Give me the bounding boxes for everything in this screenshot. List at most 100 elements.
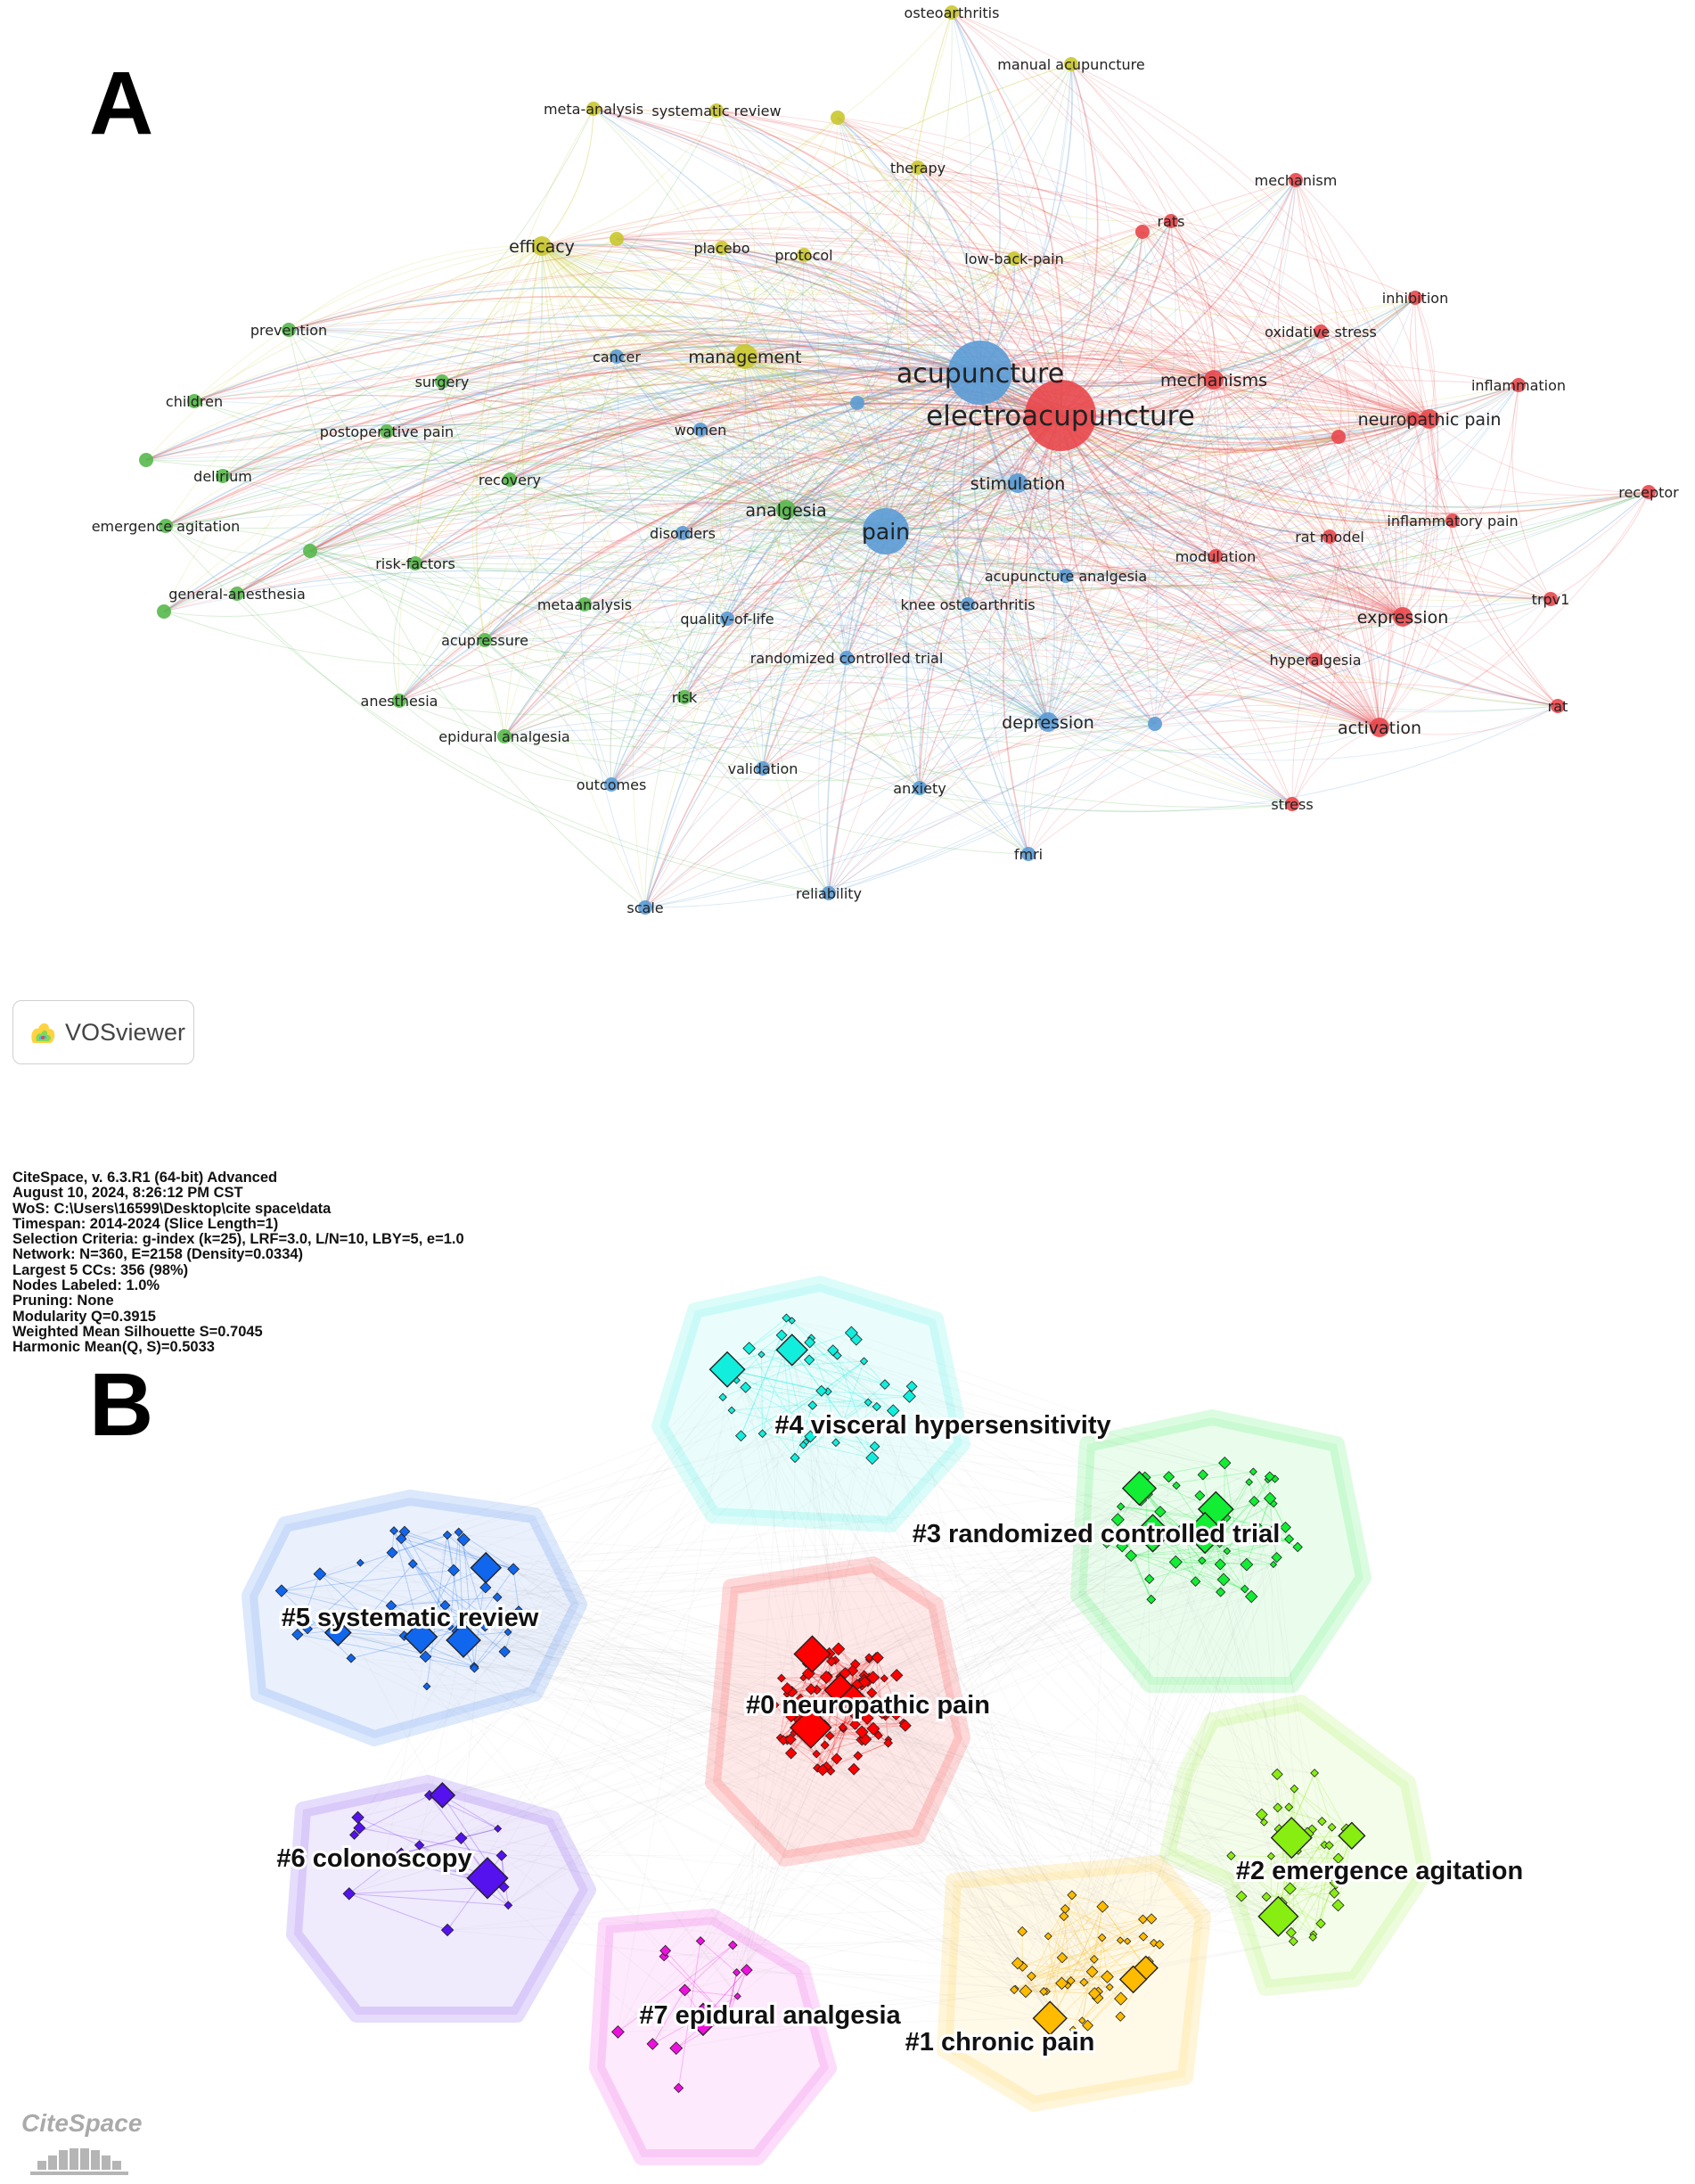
vos-link bbox=[785, 509, 1156, 725]
vos-link bbox=[398, 413, 1430, 702]
citespace-link bbox=[726, 1368, 1200, 1497]
citespace-link bbox=[736, 1379, 1279, 1809]
citespace-link bbox=[736, 1379, 877, 1408]
vos-link bbox=[682, 414, 1061, 534]
citespace-link bbox=[827, 1391, 837, 1443]
citespace-node-cluster-3 bbox=[1144, 1573, 1155, 1585]
vos-link bbox=[785, 415, 1061, 511]
vos-link bbox=[1047, 575, 1072, 723]
vos-link bbox=[744, 356, 1331, 538]
info-line: Largest 5 CCs: 356 (98%) bbox=[12, 1261, 189, 1278]
vos-link bbox=[743, 356, 787, 511]
vos-link bbox=[309, 167, 919, 552]
citespace-link bbox=[809, 1342, 1278, 1775]
vos-link bbox=[441, 310, 1215, 382]
vosviewer-logo-icon bbox=[31, 1023, 55, 1043]
vos-link bbox=[484, 117, 839, 641]
citespace-link bbox=[426, 1686, 1073, 1896]
citespace-node-cluster-5 bbox=[386, 1547, 398, 1559]
citespace-link bbox=[864, 1360, 886, 1385]
citespace-link bbox=[1101, 1906, 1147, 1968]
citespace-link bbox=[485, 1625, 775, 1706]
vos-link bbox=[504, 179, 1297, 737]
vos-link bbox=[541, 245, 746, 357]
citespace-link bbox=[836, 1727, 844, 1760]
citespace-link bbox=[845, 1672, 1095, 1960]
vos-link bbox=[509, 356, 746, 480]
vos-link bbox=[165, 461, 787, 527]
citespace-link bbox=[442, 1794, 498, 1829]
vos-link bbox=[1017, 482, 1559, 707]
vos-label-protocol: protocol bbox=[774, 247, 832, 264]
vos-link bbox=[684, 586, 1404, 698]
citespace-node-cluster-2 bbox=[1290, 1784, 1299, 1794]
citespace-link bbox=[684, 1839, 1286, 1991]
vos-link bbox=[951, 12, 1064, 416]
vos-link bbox=[837, 117, 892, 659]
vos-link bbox=[236, 456, 1019, 595]
citespace-node-cluster-3 bbox=[1284, 1533, 1295, 1545]
vos-link bbox=[684, 648, 1380, 728]
vos-link bbox=[1142, 231, 1430, 420]
citespace-node-cluster-2 bbox=[1329, 1887, 1340, 1899]
citespace-link bbox=[473, 1666, 827, 1768]
citespace-link bbox=[745, 1387, 1155, 1944]
vos-link bbox=[1047, 379, 1215, 723]
citespace-link bbox=[865, 1709, 1242, 1897]
vos-link bbox=[684, 675, 1049, 723]
vos-link bbox=[193, 245, 543, 402]
vos-link bbox=[309, 550, 612, 785]
vos-link bbox=[644, 379, 1215, 908]
citespace-link bbox=[749, 1320, 792, 1349]
vos-link bbox=[684, 682, 1293, 805]
vos-link bbox=[165, 431, 388, 527]
citespace-node-cluster-3 bbox=[1216, 1572, 1231, 1587]
vos-node-postoperative-pain bbox=[380, 424, 394, 439]
vos-link bbox=[744, 356, 858, 404]
vos-link bbox=[509, 356, 746, 480]
citespace-link bbox=[617, 1374, 732, 2032]
citespace-link bbox=[826, 1659, 870, 1678]
citespace-link bbox=[746, 1699, 801, 1971]
vos-link bbox=[744, 356, 1019, 484]
vos-labels: electroacupunctureacupuncturepainmanagem… bbox=[92, 4, 1679, 916]
vos-link bbox=[785, 509, 969, 605]
vos-link bbox=[288, 329, 612, 785]
vos-label-randomized-controlled-trial: randomized controlled trial bbox=[750, 650, 944, 667]
vos-node-receptor bbox=[1642, 485, 1656, 499]
vos-link bbox=[1213, 379, 1404, 618]
vos-link bbox=[721, 247, 1061, 416]
citespace-link bbox=[859, 1547, 1298, 1684]
info-line: Selection Criteria: g-index (k=25), LRF=… bbox=[12, 1231, 464, 1248]
vos-link bbox=[744, 356, 1339, 458]
citespace-link bbox=[400, 1348, 750, 1854]
citespace-node-cluster-1 bbox=[1079, 1977, 1089, 1987]
vos-link bbox=[762, 258, 1015, 769]
vos-link bbox=[398, 603, 969, 716]
citespace-node-cluster-0 bbox=[833, 1703, 841, 1711]
vos-link bbox=[967, 379, 1215, 605]
citespace-node-cluster-4 bbox=[804, 1354, 815, 1366]
vos-link bbox=[414, 356, 746, 564]
vosviewer-badge: VOSviewer bbox=[12, 1000, 194, 1064]
citespace-node-cluster-4 bbox=[905, 1380, 918, 1392]
citespace-link bbox=[364, 1621, 853, 1671]
citespace-link bbox=[1272, 1788, 1295, 1917]
citespace-link bbox=[700, 1941, 739, 1997]
citespace-link bbox=[357, 1379, 737, 1819]
citespace-link bbox=[460, 1587, 487, 1839]
vos-link bbox=[951, 12, 1404, 618]
cluster-hull-1 bbox=[937, 1855, 1211, 2112]
citespace-link bbox=[354, 1636, 464, 1835]
citespace-node-cluster-4 bbox=[859, 1357, 869, 1366]
citespace-link bbox=[1290, 1828, 1347, 1934]
vos-link bbox=[726, 331, 1322, 620]
citespace-link bbox=[354, 1368, 728, 1835]
vos-link bbox=[1013, 258, 1430, 420]
vos-link bbox=[509, 365, 981, 480]
citespace-link bbox=[1139, 1471, 1254, 1490]
vos-link bbox=[441, 327, 981, 382]
vos-link bbox=[1060, 415, 1453, 524]
vos-link bbox=[584, 415, 1061, 605]
vos-link bbox=[414, 254, 805, 564]
